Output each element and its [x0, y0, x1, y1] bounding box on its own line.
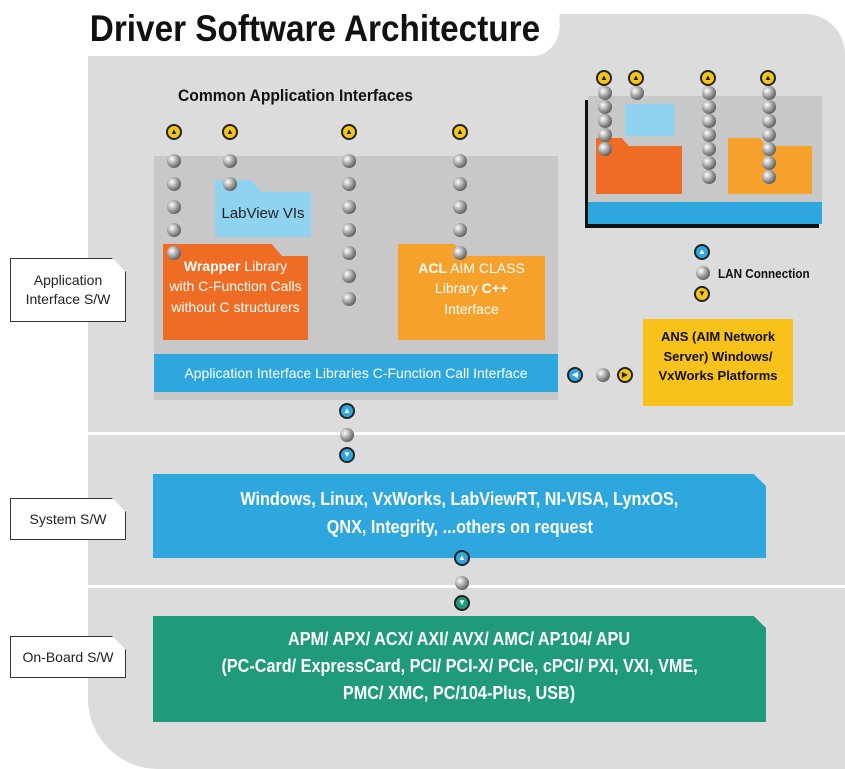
- up-arrow-connector-icon: ▲: [166, 124, 182, 140]
- onboard-line2: (PC-Card/ ExpressCard, PCI/ PCI-X/ PCIe,…: [221, 656, 698, 676]
- chain-dot-icon: [762, 86, 776, 100]
- chain-dot-icon: [702, 114, 716, 128]
- up-arrow-connector-icon: ▲: [700, 70, 716, 86]
- chain-dot-icon: [762, 142, 776, 156]
- chain-dot-icon: [702, 170, 716, 184]
- up-arrow-connector-icon: ▲: [628, 70, 644, 86]
- down-arrow-connector-icon: ▼: [454, 595, 470, 611]
- chain-dot-icon: [167, 223, 181, 237]
- wrapper-line2: with C-Function Calls: [169, 278, 302, 295]
- onboard-line1: APM/ APX/ ACX/ AXI/ AVX/ AMC/ AP104/ APU: [288, 629, 631, 649]
- wrapper-bold: Wrapper: [183, 258, 241, 274]
- lan-mini-blue-box: [625, 104, 675, 136]
- ans-line1: ANS (AIM Network: [660, 329, 776, 344]
- chain-dot-icon: [702, 156, 716, 170]
- chain-dot-icon: [342, 246, 356, 260]
- system-line2: QNX, Integrity, ...others on request: [326, 516, 593, 537]
- chain-dot-icon: [167, 246, 181, 260]
- up-arrow-connector-icon: ▲: [596, 70, 612, 86]
- acl-bold: ACL: [418, 260, 447, 276]
- up-arrow-connector-icon: ▲: [222, 124, 238, 140]
- api-libraries-bar: Application Interface Libraries C-Functi…: [154, 354, 558, 392]
- acl-cpp: C++: [481, 280, 509, 297]
- chain-dot-icon: [453, 177, 467, 191]
- up-arrow-connector-icon: ▲: [452, 124, 468, 140]
- chain-dot-icon: [167, 154, 181, 168]
- chain-dot-icon: [630, 86, 644, 100]
- chain-dot-icon: [167, 177, 181, 191]
- chain-dot-icon: [223, 154, 237, 168]
- chain-dot-icon: [223, 177, 237, 191]
- wrapper-line1: Library: [240, 258, 288, 274]
- up-arrow-connector-icon: ▲: [454, 550, 470, 566]
- chain-dot-icon: [342, 223, 356, 237]
- right-arrow-connector-icon: ▶: [617, 367, 633, 383]
- side-label-application: Application Interface S/W: [10, 258, 126, 322]
- lan-mini-bar: [588, 202, 822, 224]
- onboard-sw-box: APM/ APX/ ACX/ AXI/ AVX/ AMC/ AP104/ APU…: [153, 616, 766, 722]
- chain-dot-icon: [598, 114, 612, 128]
- chain-dot-icon: [702, 100, 716, 114]
- chain-dot-icon: [598, 86, 612, 100]
- down-arrow-connector-icon: ▼: [339, 447, 355, 463]
- band-divider-system: [88, 432, 845, 435]
- chain-dot-icon: [342, 292, 356, 306]
- chain-dot-icon: [453, 200, 467, 214]
- side-label-application-line1: Application: [33, 272, 103, 289]
- chain-dot-icon: [453, 223, 467, 237]
- system-line1: Windows, Linux, VxWorks, LabViewRT, NI-V…: [240, 489, 679, 509]
- chain-dot-icon: [455, 576, 469, 590]
- ans-box: ANS (AIM Network Server) Windows/ VxWork…: [643, 319, 793, 406]
- up-arrow-connector-icon: ▲: [339, 403, 355, 419]
- chain-dot-icon: [596, 368, 610, 382]
- acl-line3: Interface: [444, 300, 499, 317]
- chain-dot-icon: [598, 100, 612, 114]
- chain-dot-icon: [453, 154, 467, 168]
- chain-dot-icon: [167, 200, 181, 214]
- side-label-onboard: On-Board S/W: [10, 636, 126, 678]
- onboard-line3: PMC/ XMC, PC/104-Plus, USB): [343, 683, 576, 703]
- side-label-system: System S/W: [10, 498, 126, 540]
- chain-dot-icon: [702, 128, 716, 142]
- acl-line2: Library: [434, 280, 482, 297]
- chain-dot-icon: [342, 200, 356, 214]
- ans-line2: Server) Windows/: [663, 348, 773, 364]
- left-arrow-connector-icon: ◀: [567, 367, 583, 383]
- chain-dot-icon: [342, 177, 356, 191]
- chain-dot-icon: [342, 154, 356, 168]
- wrapper-library-box: Wrapper Library with C-Function Calls wi…: [163, 244, 308, 340]
- chain-dot-icon: [598, 142, 612, 156]
- system-sw-box: Windows, Linux, VxWorks, LabViewRT, NI-V…: [153, 474, 766, 558]
- chain-dot-icon: [702, 86, 716, 100]
- chain-dot-icon: [762, 156, 776, 170]
- diagram-title: Driver Software Architecture: [88, 8, 560, 56]
- chain-dot-icon: [342, 269, 356, 283]
- chain-dot-icon: [762, 170, 776, 184]
- acl-library-box: ACL AIM CLASS Library C++ Interface: [398, 244, 545, 340]
- section-title: Common Application Interfaces: [178, 86, 413, 105]
- chain-dot-icon: [762, 114, 776, 128]
- ans-line3: VxWorks Platforms: [658, 368, 778, 383]
- up-arrow-connector-icon: ▲: [760, 70, 776, 86]
- chain-dot-icon: [340, 428, 354, 442]
- chain-dot-icon: [453, 246, 467, 260]
- chain-dot-icon: [696, 266, 710, 280]
- chain-dot-icon: [762, 128, 776, 142]
- acl-line1: AIM CLASS: [446, 260, 525, 276]
- up-arrow-connector-icon: ▲: [341, 124, 357, 140]
- chain-dot-icon: [762, 100, 776, 114]
- wrapper-line3: without C structurers: [171, 298, 300, 315]
- chain-dot-icon: [702, 142, 716, 156]
- chain-dot-icon: [598, 128, 612, 142]
- down-arrow-connector-icon: ▼: [694, 286, 710, 302]
- lan-connection-label: LAN Connection: [718, 266, 810, 281]
- up-arrow-connector-icon: ▲: [694, 244, 710, 260]
- side-label-application-line2: Interface S/W: [25, 291, 111, 307]
